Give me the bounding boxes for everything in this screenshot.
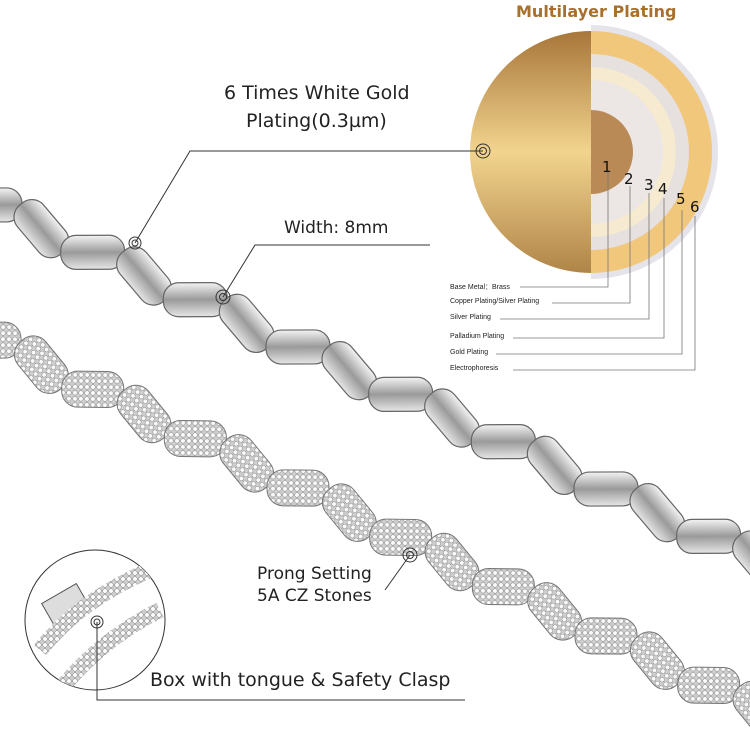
plating-diagram <box>470 25 718 371</box>
layer-number: 5 <box>676 190 686 208</box>
callout-lines <box>90 143 491 701</box>
chain-link <box>368 376 434 413</box>
layer-number: 3 <box>644 176 654 194</box>
chain-link <box>61 370 125 409</box>
layer-label: Copper Plating/Silver Plating <box>450 298 540 305</box>
layer-number: 1 <box>602 158 612 176</box>
chain-link <box>677 666 741 705</box>
chain-link <box>219 434 275 493</box>
prong-callout-line1: Prong Setting <box>257 564 372 584</box>
clasp-callout: Box with tongue & Safety Clasp <box>150 669 451 691</box>
chain-link <box>424 532 480 592</box>
layer-label: Electrophoresis <box>450 365 499 372</box>
layer-number: 6 <box>690 198 700 216</box>
chain-link <box>266 469 330 507</box>
chain-link <box>321 483 377 542</box>
layer-number: 2 <box>624 170 634 188</box>
chain-link <box>676 518 742 555</box>
width-callout: Width: 8mm <box>284 218 389 238</box>
chain-link <box>732 680 750 730</box>
layer-label: Gold Plating <box>450 349 489 356</box>
chain-link <box>732 530 750 590</box>
curb-chain-iced <box>0 321 750 730</box>
chain-link <box>162 281 228 318</box>
layer-label: Base Metal：Brass <box>450 284 510 291</box>
chain-link <box>471 567 535 606</box>
curb-chain-plain <box>0 187 750 590</box>
chain-link <box>116 384 172 444</box>
chain-link <box>163 419 227 458</box>
chain-link <box>369 518 433 557</box>
chain-link <box>574 617 638 655</box>
chain-link <box>265 329 331 365</box>
plating-callout-line2: Plating(0.3µm) <box>246 110 387 132</box>
chain-link <box>470 423 536 460</box>
chain-link <box>527 582 583 641</box>
chain-link <box>0 321 22 359</box>
chain-link <box>13 335 69 394</box>
diagram-title: Multilayer Plating <box>516 2 677 21</box>
layer-label: Silver Plating <box>450 314 491 321</box>
plating-callout-line1: 6 Times White Gold <box>224 82 410 104</box>
layer-label: Palladium Plating <box>450 333 505 340</box>
prong-callout-line2: 5A CZ Stones <box>257 586 372 606</box>
chain-link <box>60 234 126 271</box>
chain-link <box>629 631 685 690</box>
layer-number: 4 <box>658 180 668 198</box>
chain-link <box>573 471 639 507</box>
